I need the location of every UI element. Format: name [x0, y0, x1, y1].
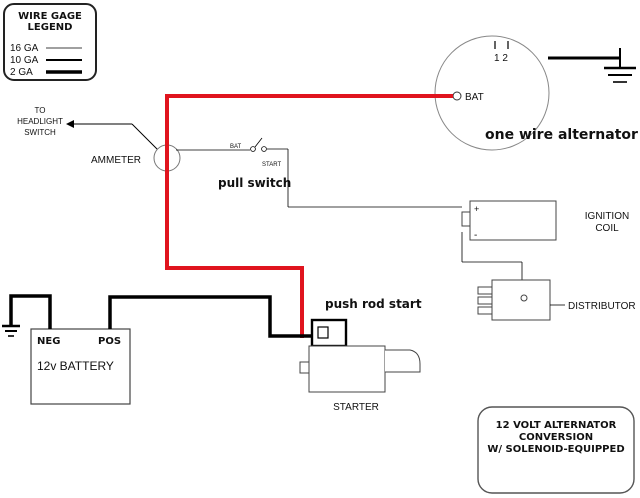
solenoid-terminal [317, 326, 329, 339]
title-line-1: 12 VOLT ALTERNATOR [496, 420, 617, 431]
alternator-caption: one wire alternator [485, 127, 638, 143]
ignition-label: IGNITION [585, 211, 629, 222]
switch-blade [254, 137, 263, 148]
coil-plus-label: + [474, 204, 479, 214]
push-rod-solenoid [310, 318, 348, 348]
title-line-3: W/ SOLENOID-EQUIPPED [487, 444, 624, 455]
legend-label-10ga: 10 GA [10, 55, 39, 66]
distributor: DISTRIBUTOR [477, 279, 636, 321]
pull-switch: BAT START pull switch [176, 137, 291, 190]
headlight-label: HEADLIGHT [17, 117, 63, 126]
to-label: TO [35, 106, 46, 115]
distributor-body [491, 279, 551, 321]
battery-neg-label: NEG [37, 336, 60, 347]
switch-bat-label: BAT [230, 144, 242, 150]
title-frame [477, 406, 635, 494]
battery-pos-label: POS [98, 336, 121, 347]
title-line-2: CONVERSION [519, 432, 593, 443]
battery-ground-cable [9, 294, 52, 329]
ammeter-label: AMMETER [91, 155, 141, 166]
battery: NEG POS 12v BATTERY [30, 328, 131, 405]
coil-label: COIL [595, 223, 619, 234]
distributor-label: DISTRIBUTOR [568, 301, 636, 312]
alternator-body [434, 35, 550, 151]
starter-end-cap [299, 361, 310, 374]
distributor-post-2 [477, 296, 493, 305]
legend-label-2ga: 2 GA [10, 67, 33, 78]
alternator: 1 2 BAT one wire alternator [434, 35, 638, 151]
wire-ammeter-diag [131, 123, 159, 151]
starter-drive-housing [385, 349, 421, 373]
switch-contact-start [261, 146, 267, 152]
pull-switch-label: pull switch [218, 176, 291, 190]
ignition-coil: + - IGNITION COIL [461, 200, 629, 241]
headlight-switch-label: TO HEADLIGHT SWITCH [17, 106, 63, 137]
coil-body [469, 200, 557, 241]
switch-contact-bat [250, 146, 256, 152]
legend-title-1: WIRE GAGE [18, 11, 82, 22]
starter-label: STARTER [333, 402, 379, 413]
starter-motor [308, 345, 386, 393]
distributor-post-1 [477, 286, 493, 295]
arrow-left-icon [66, 120, 74, 128]
wire-gage-legend: WIRE GAGE LEGEND 16 GA 10 GA 2 GA [3, 3, 97, 81]
distributor-terminal [520, 294, 528, 302]
alternator-bat-label: BAT [465, 92, 484, 103]
red-charge-wire [165, 94, 453, 338]
battery-positive-cable [108, 295, 313, 338]
distributor-post-3 [477, 306, 493, 315]
battery-body [30, 328, 131, 405]
legend-label-16ga: 16 GA [10, 43, 39, 54]
title-block: 12 VOLT ALTERNATOR CONVERSION W/ SOLENOI… [477, 406, 635, 494]
alternator-bat-terminal [452, 91, 462, 101]
starter: push rod start STARTER [299, 297, 422, 413]
coil-minus-label: - [474, 230, 477, 241]
switch-start-label: START [262, 162, 281, 168]
switch-label: SWITCH [24, 128, 56, 137]
battery-label: 12v BATTERY [37, 359, 114, 373]
alternator-terminals: 1 2 [494, 53, 508, 64]
coil-terminal-block [461, 211, 471, 227]
push-rod-start-label: push rod start [325, 297, 422, 311]
legend-title-2: LEGEND [28, 22, 73, 33]
